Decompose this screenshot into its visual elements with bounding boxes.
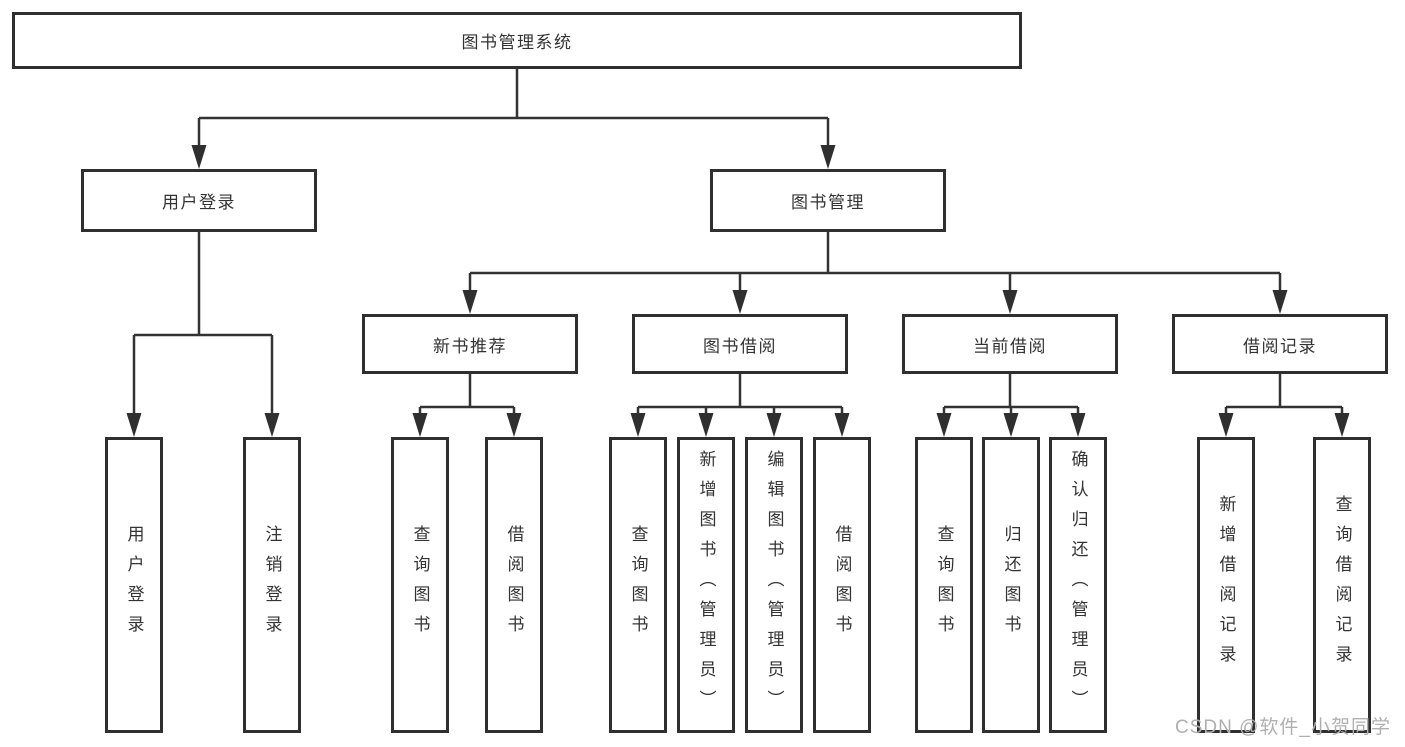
leaf-query-borrowing-record: 查询借阅记录 — [1313, 437, 1371, 733]
node-label: 当前借阅 — [973, 336, 1047, 356]
connector-user-to-leaves — [132, 232, 274, 418]
node-label: 借阅图书 — [832, 525, 852, 645]
node-label: 新增借阅记录 — [1216, 495, 1236, 675]
leaf-query-books: 查询图书 — [609, 437, 667, 733]
node-book-management: 图书管理 — [710, 169, 946, 232]
arrowhead — [834, 413, 850, 437]
csdn-watermark: CSDN @软件_小贺同学 — [1175, 717, 1391, 738]
node-label: 借阅图书 — [504, 525, 524, 645]
arrowhead — [1002, 290, 1018, 314]
node-label: 查询图书 — [934, 525, 954, 645]
leaf-add-books-admin: 新增图书（管理员） — [677, 437, 735, 733]
leaf-add-borrowing-record: 新增借阅记录 — [1197, 437, 1255, 733]
node-new-book-recommendation: 新书推荐 — [362, 314, 578, 374]
connector-mgmt-to-level3 — [468, 232, 1282, 295]
node-label: 查询借阅记录 — [1332, 495, 1352, 675]
arrowhead — [412, 413, 428, 437]
node-label: 注销登录 — [262, 525, 282, 645]
leaf-query-books: 查询图书 — [915, 437, 973, 733]
leaf-edit-books-admin: 编辑图书（管理员） — [745, 437, 803, 733]
arrowhead — [1272, 290, 1288, 314]
arrowhead — [191, 145, 207, 169]
node-label: 编辑图书（管理员） — [764, 450, 784, 720]
node-library-management-system: 图书管理系统 — [12, 12, 1022, 69]
node-label: 用户登录 — [124, 525, 144, 645]
leaf-logout: 注销登录 — [243, 437, 301, 733]
arrowhead — [732, 290, 748, 314]
arrowhead — [766, 413, 782, 437]
arrowhead — [698, 413, 714, 437]
arrowhead — [1334, 413, 1350, 437]
leaf-return-books: 归还图书 — [982, 437, 1040, 733]
node-borrowing-records: 借阅记录 — [1172, 314, 1388, 374]
connector-root-to-level2 — [197, 69, 830, 150]
arrowhead — [630, 413, 646, 437]
node-label: 查询图书 — [410, 525, 430, 645]
connector-borrow-to-leaves — [636, 374, 844, 418]
arrowhead — [820, 145, 836, 169]
connector-newrec-to-leaves — [418, 374, 516, 418]
leaf-borrow-books: 借阅图书 — [485, 437, 543, 733]
connector-current-to-leaves — [942, 374, 1080, 418]
leaf-borrow-books: 借阅图书 — [813, 437, 871, 733]
node-label: 新增图书（管理员） — [696, 450, 716, 720]
arrowhead — [1003, 413, 1019, 437]
arrowhead — [936, 413, 952, 437]
connector-record-to-leaves — [1224, 374, 1344, 418]
node-label: 图书借阅 — [703, 336, 777, 356]
leaf-query-books: 查询图书 — [391, 437, 449, 733]
arrowhead — [126, 413, 142, 437]
node-label: 用户登录 — [162, 193, 236, 212]
arrowhead — [264, 413, 280, 437]
node-book-borrowing: 图书借阅 — [632, 314, 848, 374]
node-current-borrowing: 当前借阅 — [902, 314, 1118, 374]
node-label: 确认归还（管理员） — [1068, 450, 1088, 720]
node-label: 图书管理 — [791, 193, 865, 212]
node-label: 归还图书 — [1001, 525, 1021, 645]
node-user-login: 用户登录 — [81, 169, 317, 232]
leaf-confirm-return-admin: 确认归还（管理员） — [1049, 437, 1107, 733]
node-label: 新书推荐 — [433, 336, 507, 356]
arrowhead — [1218, 413, 1234, 437]
node-label: 图书管理系统 — [461, 33, 573, 52]
arrowhead — [1070, 413, 1086, 437]
node-label: 查询图书 — [628, 525, 648, 645]
node-label: 借阅记录 — [1243, 336, 1317, 356]
arrowhead — [462, 290, 478, 314]
leaf-user-login: 用户登录 — [105, 437, 163, 733]
arrowhead — [506, 413, 522, 437]
